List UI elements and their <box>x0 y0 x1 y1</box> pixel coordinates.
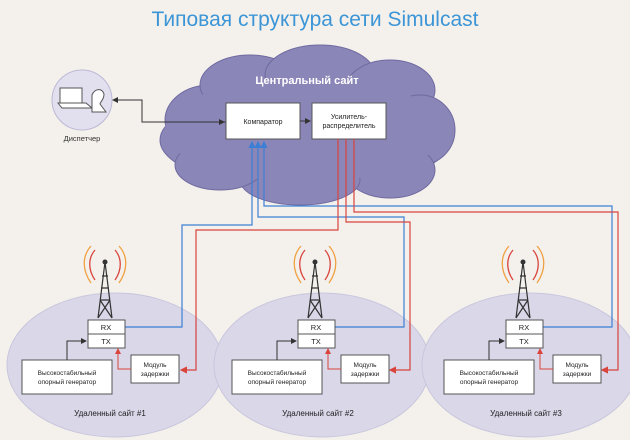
site1-rx-label: RX <box>101 323 111 332</box>
site3-delay-label-1: Модуль <box>565 362 589 369</box>
site2-generator-label-1: Высокостабильный <box>248 369 307 377</box>
diagram-title: Типовая структура сети Simulcast <box>151 8 479 31</box>
site1-generator-box <box>21 359 113 395</box>
site2-delay-label-2: задержки <box>351 371 380 378</box>
site3-delay-box <box>552 354 602 384</box>
site2-generator-label-2: опорный генератор <box>248 378 307 386</box>
site3-tower <box>501 245 545 319</box>
site1-delay-label-1: Модуль <box>143 362 167 369</box>
red-link-site2 <box>345 139 411 374</box>
comparator-label: Компаратор <box>243 119 282 126</box>
site3-generator-label-1: Высокостабильный <box>460 369 519 377</box>
site1-label: Удаленный сайт #1 <box>74 409 146 418</box>
red-link-site1 <box>179 139 339 374</box>
site3-generator-box <box>443 359 535 395</box>
site2-tower <box>293 245 337 319</box>
red-link-site3 <box>353 139 619 374</box>
site1-tower <box>83 245 127 319</box>
blue-link-site2 <box>254 140 405 328</box>
site2-delay-label-1: Модуль <box>353 362 377 369</box>
site2-rx-label: RX <box>311 323 321 332</box>
site3-delay-label-2: задержки <box>563 371 592 378</box>
site2-generator-box <box>231 359 323 395</box>
site1-delay-box <box>130 354 180 384</box>
site3-label: Удаленный сайт #3 <box>490 409 562 418</box>
amplifier-label-2: распределитель <box>323 123 376 130</box>
site2-delay-box <box>340 354 390 384</box>
site1-generator-label-2: опорный генератор <box>38 378 97 386</box>
central-site-label: Центральный сайт <box>255 75 359 87</box>
site3-tx-label: TX <box>519 337 529 346</box>
site1-tx-label: TX <box>101 337 111 346</box>
site3-tx-box <box>505 333 544 349</box>
site1-tx-box <box>87 333 126 349</box>
blue-link-site3 <box>260 140 613 328</box>
site2-tx-box <box>297 333 336 349</box>
site3-generator-label-2: опорный генератор <box>460 378 519 386</box>
site2-tx-label: TX <box>311 337 321 346</box>
site3-rx-label: RX <box>519 323 529 332</box>
site2-label: Удаленный сайт #2 <box>282 409 354 418</box>
amplifier-box <box>311 102 387 140</box>
blue-link-site1 <box>125 140 256 328</box>
site1-generator-label-1: Высокостабильный <box>38 369 97 377</box>
dispatcher-label: Диспетчер <box>64 134 101 143</box>
site1-delay-label-2: задержки <box>141 371 170 378</box>
dispatcher-icon <box>51 69 113 131</box>
amplifier-label-1: Усилитель- <box>331 114 368 121</box>
